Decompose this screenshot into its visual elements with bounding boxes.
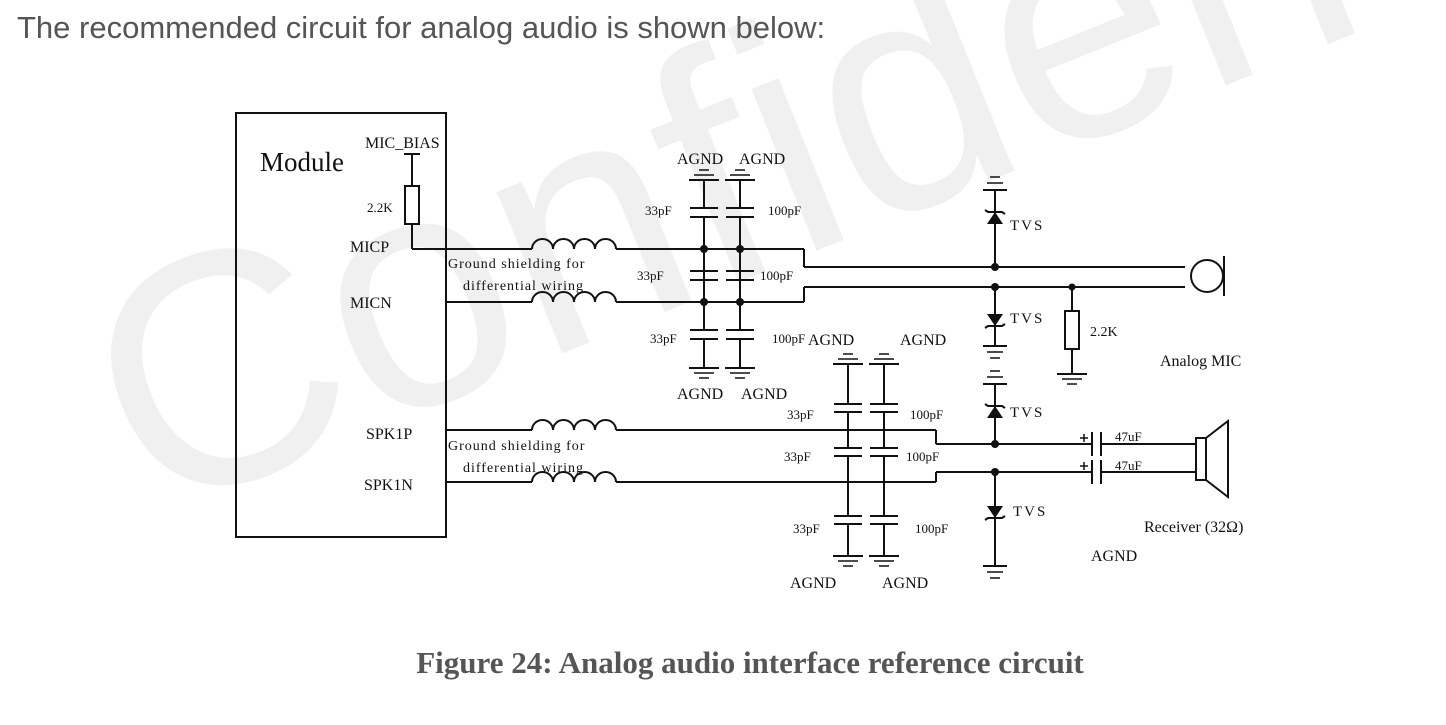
spk1n-net bbox=[446, 471, 1092, 483]
tvs-label-2: TVS bbox=[1010, 311, 1044, 327]
mic-cap-bot-left: 33pF bbox=[650, 331, 677, 346]
mic-agnd-bot-left: AGND bbox=[677, 386, 723, 403]
spk-agnd-bot-left: AGND bbox=[790, 575, 836, 592]
mic-agnd-bot-right: AGND bbox=[741, 386, 787, 403]
mic-cap-bot-right: 100pF bbox=[772, 331, 805, 346]
spk-cap-mid-left: 33pF bbox=[784, 449, 811, 464]
tvs-column bbox=[983, 176, 1007, 579]
mic-cap-mid-right: 100pF bbox=[760, 268, 793, 283]
spk-agnd-bot-right: AGND bbox=[882, 575, 928, 592]
spk1p-net bbox=[446, 419, 1092, 445]
intro-text: The recommended circuit for analog audio… bbox=[17, 10, 826, 45]
tvs-label-4: TVS bbox=[1013, 504, 1047, 520]
receiver-agnd: AGND bbox=[1091, 548, 1137, 565]
spk-agnd-top-left: AGND bbox=[808, 332, 854, 349]
pin-mic-bias: MIC_BIAS bbox=[365, 135, 440, 152]
spk-cap-top-left: 33pF bbox=[787, 407, 814, 422]
bias-resistor bbox=[404, 185, 420, 225]
receiver-cap-bot-label: 47uF bbox=[1115, 458, 1142, 473]
bias-resistor-label: 2.2K bbox=[367, 200, 393, 215]
mic-label: Analog MIC bbox=[1160, 353, 1241, 370]
mic-cap-top-left: 33pF bbox=[645, 203, 672, 218]
mic-resistor-label: 2.2K bbox=[1090, 325, 1118, 340]
mic-agnd-top-left: AGND bbox=[677, 151, 723, 168]
spk-agnd-top-right: AGND bbox=[900, 332, 946, 349]
shield-note-mic-1: Ground shielding for bbox=[448, 257, 585, 272]
shield-note-mic-2: differential wiring bbox=[463, 279, 584, 294]
mic-agnd-top-right: AGND bbox=[739, 151, 785, 168]
spk-cap-bot-left: 33pF bbox=[793, 521, 820, 536]
spk-cap-top-right: 100pF bbox=[910, 407, 943, 422]
spk-cap-bot-right: 100pF bbox=[915, 521, 948, 536]
mic-load bbox=[1057, 283, 1087, 385]
spk-cap-mid-right: 100pF bbox=[906, 449, 939, 464]
shield-note-spk-1: Ground shielding for bbox=[448, 439, 585, 454]
pin-spk1p: SPK1P bbox=[366, 426, 412, 443]
receiver-label: Receiver (32Ω) bbox=[1144, 519, 1243, 536]
mic-cap-mid-left: 33pF bbox=[637, 268, 664, 283]
shield-note-spk-2: differential wiring bbox=[463, 461, 584, 476]
speaker-icon bbox=[1195, 418, 1229, 500]
tvs-label-3: TVS bbox=[1010, 405, 1044, 421]
tvs-label-1: TVS bbox=[1010, 218, 1044, 234]
microphone-icon bbox=[1190, 256, 1225, 296]
receiver-cap-top-label: 47uF bbox=[1115, 429, 1142, 444]
mic-cap-top-right: 100pF bbox=[768, 203, 801, 218]
pin-micn: MICN bbox=[350, 295, 392, 312]
pin-micp: MICP bbox=[350, 239, 389, 256]
mic-filter-caps bbox=[689, 169, 755, 379]
schematic-diagram: Module MIC_BIAS 2.2K MICP MICN SPK1P SPK… bbox=[235, 112, 1243, 592]
module-title: Module bbox=[260, 147, 344, 177]
receiver-caps bbox=[1080, 432, 1196, 484]
spk-filter-caps bbox=[833, 353, 899, 567]
pin-spk1n: SPK1N bbox=[364, 477, 413, 494]
module-box bbox=[235, 112, 447, 538]
figure-caption: Figure 24: Analog audio interface refere… bbox=[416, 645, 1084, 680]
